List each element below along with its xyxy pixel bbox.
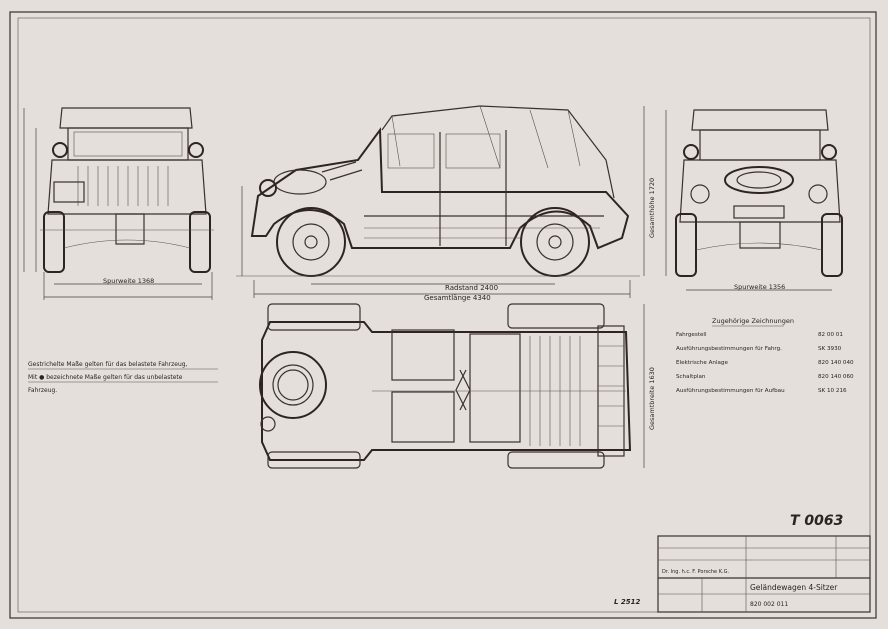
overall-height-label: Gesamthöhe 1720 bbox=[648, 178, 656, 238]
note-line-2: Mit ● bezeichnete Maße gelten für das un… bbox=[28, 374, 183, 381]
drawing-number: T 0063 bbox=[790, 513, 843, 529]
related-row-name: Ausführungsbestimmungen für Fahrg. bbox=[676, 346, 782, 352]
notes-block: Gestrichelte Maße gelten für das belaste… bbox=[28, 361, 218, 394]
related-drawings: Zugehörige Zeichnungen Fahrgestell 82 00… bbox=[676, 317, 854, 394]
overall-width-label: Gesamtbreite 1630 bbox=[648, 367, 656, 430]
rear-track-label: Spurweite 1356 bbox=[734, 283, 785, 291]
top-view: Gesamtbreite 1630 bbox=[259, 303, 656, 469]
inner-border bbox=[17, 17, 871, 613]
corner-number: L 2512 bbox=[614, 598, 641, 606]
related-row-number: 820 140 060 bbox=[818, 374, 854, 380]
side-view: Radstand 2400 Gesamtlänge 4340 Gesamthöh… bbox=[236, 105, 656, 302]
rear-view: Spurweite 1356 bbox=[665, 109, 843, 291]
related-row-number: SK 3930 bbox=[818, 346, 842, 352]
overall-length-label: Gesamtlänge 4340 bbox=[424, 294, 491, 302]
related-row-number: 82 00 01 bbox=[818, 332, 843, 338]
related-drawings-title: Zugehörige Zeichnungen bbox=[712, 317, 794, 325]
note-line-1: Gestrichelte Maße gelten für das belaste… bbox=[28, 361, 188, 368]
related-row-name: Fahrgestell bbox=[676, 332, 707, 338]
wheelbase-label: Radstand 2400 bbox=[445, 284, 498, 292]
outer-border bbox=[9, 11, 877, 619]
title-block-part-number: 820 002 011 bbox=[750, 601, 788, 608]
front-view: Spurweite 1368 bbox=[23, 107, 214, 300]
title-block: Dr. Ing. h.c. F. Porsche K.G. Geländewag… bbox=[657, 535, 871, 613]
related-row-number: SK 10 216 bbox=[818, 388, 847, 394]
related-row-name: Ausführungsbestimmungen für Aufbau bbox=[676, 388, 785, 394]
related-row-name: Schaltplan bbox=[676, 374, 706, 380]
front-track-label: Spurweite 1368 bbox=[103, 277, 154, 285]
note-line-3: Fahrzeug. bbox=[28, 387, 57, 394]
related-row-number: 820 140 040 bbox=[818, 360, 854, 366]
related-row-name: Elektrische Anlage bbox=[676, 360, 728, 366]
title-block-title: Geländewagen 4-Sitzer bbox=[750, 583, 838, 592]
company-name: Dr. Ing. h.c. F. Porsche K.G. bbox=[662, 569, 729, 575]
